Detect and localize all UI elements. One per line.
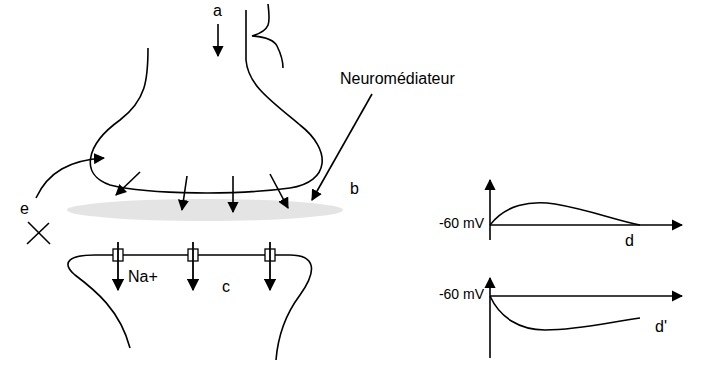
ion-name: Na+ bbox=[128, 268, 158, 286]
signal-letter: a bbox=[213, 2, 222, 20]
graph-letter: d bbox=[625, 232, 634, 250]
part-letter: e bbox=[20, 200, 29, 218]
part-name: Neuromédiateur bbox=[340, 70, 455, 88]
postsynaptic-membrane bbox=[68, 255, 312, 360]
impulse-arrow bbox=[217, 24, 219, 56]
release-arrows bbox=[116, 172, 288, 212]
graph-axes bbox=[490, 180, 682, 358]
sodium-arrows bbox=[118, 242, 270, 290]
synaptic-cleft bbox=[67, 199, 343, 221]
axis-value: -60 mV bbox=[439, 216, 484, 231]
part-letter: b bbox=[350, 180, 359, 198]
afferent-fibre bbox=[36, 158, 104, 198]
cut-mark bbox=[27, 222, 50, 244]
epsp-curve bbox=[490, 203, 640, 225]
part-letter: c bbox=[222, 278, 230, 296]
ion-channels bbox=[113, 249, 275, 261]
graph-letter: d' bbox=[655, 318, 667, 336]
ipsp-curve bbox=[490, 296, 640, 330]
axis-value: -60 mV bbox=[439, 287, 484, 302]
action-potential bbox=[252, 4, 283, 68]
presynaptic-membrane bbox=[90, 10, 322, 193]
leader-line bbox=[312, 94, 372, 200]
